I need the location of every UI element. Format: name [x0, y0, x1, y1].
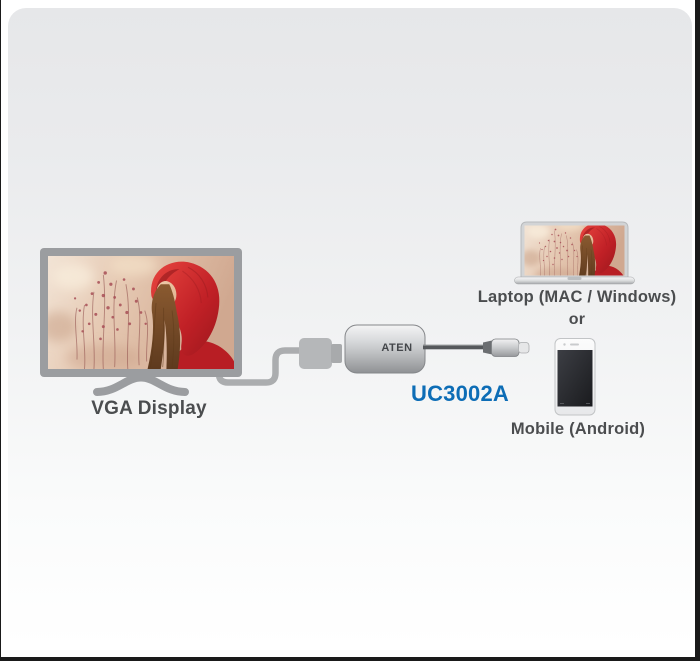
smartphone-illustration [554, 338, 596, 416]
phone-camera [563, 343, 566, 346]
monitor-stand [93, 373, 189, 396]
usbc-cable [423, 338, 530, 357]
laptop-notch [567, 277, 582, 280]
image-edge-right [695, 0, 700, 661]
usbc-vga-adapter: ATEN [344, 324, 426, 374]
mobile-label: Mobile (Android) [510, 420, 646, 438]
image-edge-left [0, 0, 1, 661]
vga-display-label: VGA Display [91, 398, 207, 419]
or-label: or [568, 311, 586, 328]
usbc-connector-body [491, 338, 520, 357]
phone-screen [557, 350, 593, 407]
laptop-screen-photo [521, 220, 625, 282]
vga-monitor-illustration [39, 248, 242, 396]
image-edge-bottom [0, 657, 700, 661]
monitor-screen-photo [39, 255, 235, 371]
laptop-label: Laptop (MAC / Windows) [477, 288, 677, 306]
usbc-connector-tip [518, 342, 530, 354]
model-number-label: UC3002A [410, 381, 509, 406]
aten-logo: ATEN [381, 342, 412, 354]
vga-plug [299, 338, 342, 369]
cable-strain-relief [483, 340, 492, 355]
phone-speaker [570, 343, 579, 346]
laptop-illustration [514, 220, 635, 285]
vga-cable [215, 347, 300, 386]
